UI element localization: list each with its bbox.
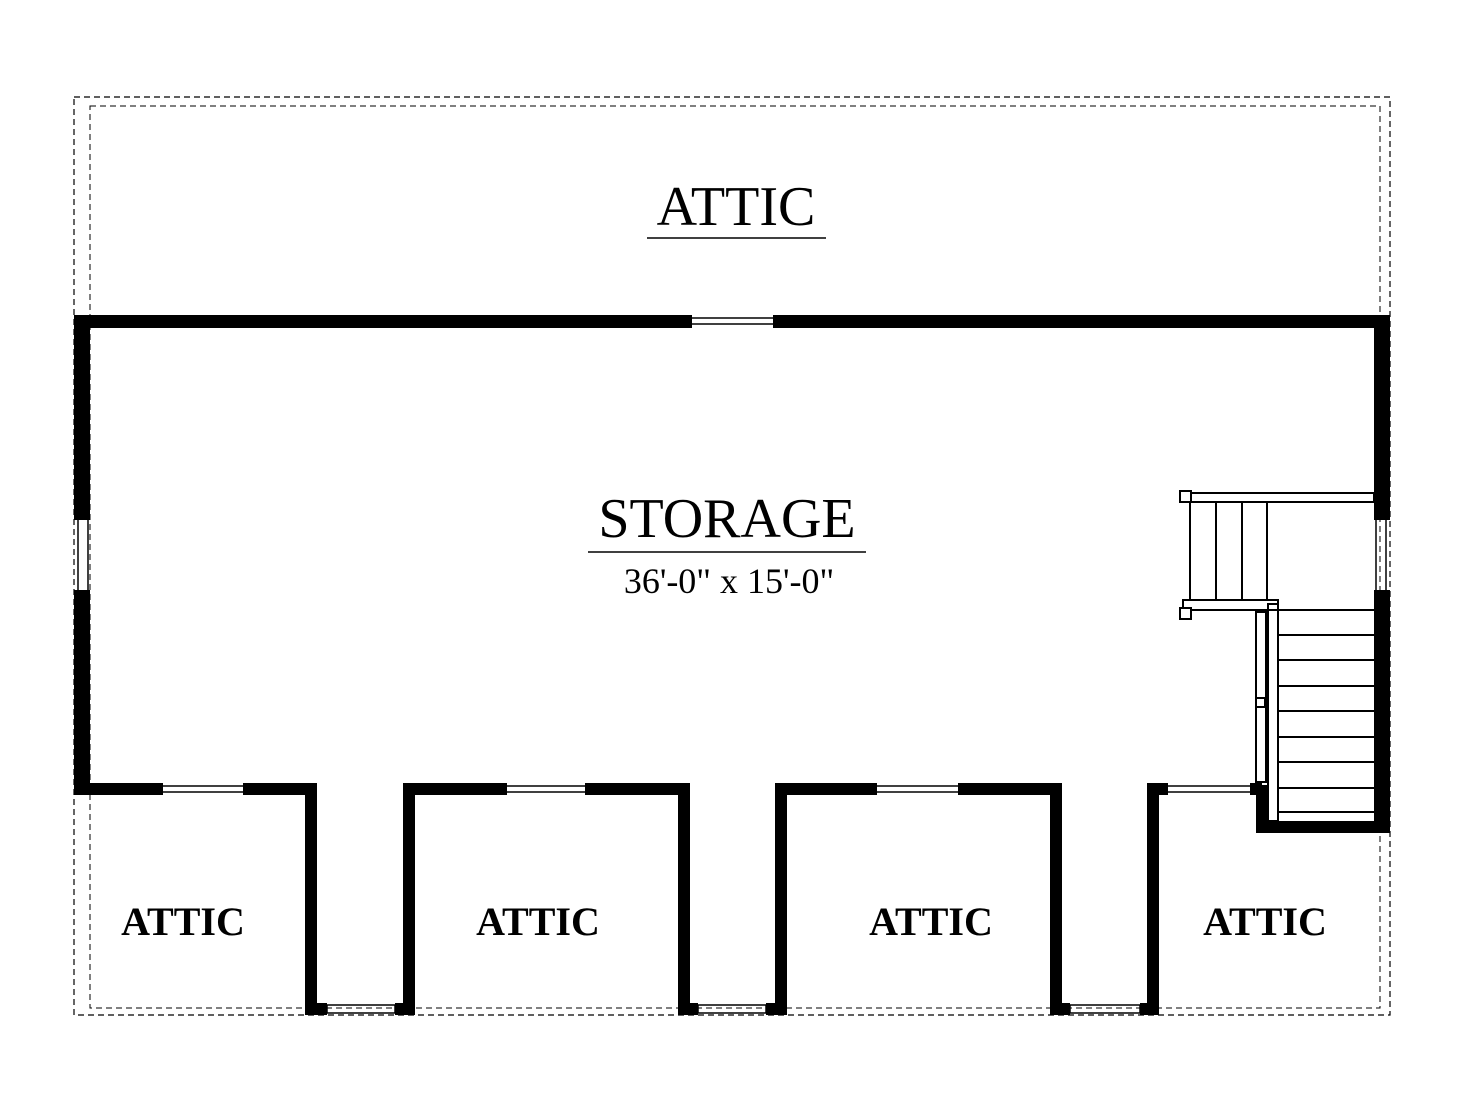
attic-label-2: ATTIC: [476, 899, 600, 944]
roof-outline-outer: [73, 96, 1391, 1016]
attic-label-1: ATTIC: [121, 899, 245, 944]
attic-label-4: ATTIC: [1203, 899, 1327, 944]
walls: [74, 315, 1390, 1015]
attic-top-label: ATTIC: [657, 176, 816, 238]
storage-dimensions: 36'-0" x 15'-0": [624, 561, 834, 601]
attic-label-3: ATTIC: [869, 899, 993, 944]
stairs: [1179, 490, 1375, 822]
roof-outline-inner: [89, 105, 1381, 1009]
windows: [77, 317, 1387, 1014]
storage-label: STORAGE: [598, 488, 855, 550]
